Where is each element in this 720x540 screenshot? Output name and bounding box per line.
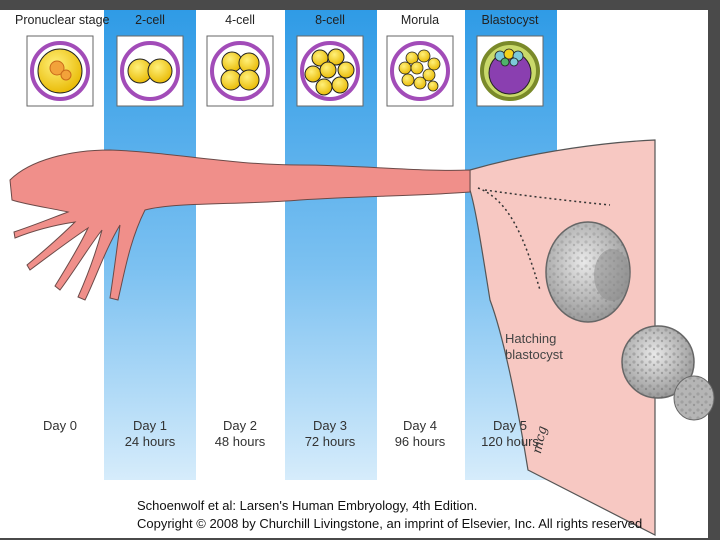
hatching-line-1: Hatching [505,331,557,346]
embryo-path-dots-1 [477,187,541,291]
hours-text: 48 hours [214,434,266,449]
day-label-1: Day 1 24 hours [105,418,195,450]
morula-icon [386,35,454,107]
hours-text: 120 hours [481,434,539,449]
four-cell-embryo-icon [206,35,274,107]
hatching-blastocyst-photo [545,221,631,323]
hours-text: 96 hours [394,434,446,449]
hours-text: 24 hours [124,434,176,449]
day-text: Day 3 [313,418,347,433]
day-label-4: Day 4 96 hours [375,418,465,450]
hours-text: 72 hours [304,434,356,449]
day-text: Day 1 [133,418,167,433]
day-text: Day 0 [43,418,77,433]
day-text: Day 2 [223,418,257,433]
hatching-blastocyst-label: Hatching blastocyst [505,331,563,363]
day-label-3: Day 3 72 hours [285,418,375,450]
stage-label-blastocyst: Blastocyst [481,13,539,27]
day-label-0: Day 0 [15,418,105,434]
hatching-line-2: blastocyst [505,347,563,362]
credit-line-1: Schoenwolf et al: Larsen's Human Embryol… [137,498,478,513]
stage-label-2-cell: 2-cell [135,13,165,27]
credit-line-2: Copyright © 2008 by Churchill Livingston… [137,516,643,531]
day-text: Day 5 [493,418,527,433]
stage-label-morula: Morula [400,13,440,27]
stage-label-8-cell: 8-cell [315,13,345,27]
stage-label-4-cell: 4-cell [225,13,255,27]
stage-label-pronuclear: Pronuclear stage [15,13,110,27]
eight-cell-embryo-icon [296,35,364,107]
two-cell-embryo-icon [116,35,184,107]
day-label-2: Day 2 48 hours [195,418,285,450]
blastocyst-icon [476,35,544,107]
day-text: Day 4 [403,418,437,433]
hatched-blastocyst-photo [621,325,715,421]
fallopian-tube [9,149,471,301]
day-label-5: Day 5 120 hours [465,418,555,450]
pronuclear-zygote-icon [26,35,94,107]
